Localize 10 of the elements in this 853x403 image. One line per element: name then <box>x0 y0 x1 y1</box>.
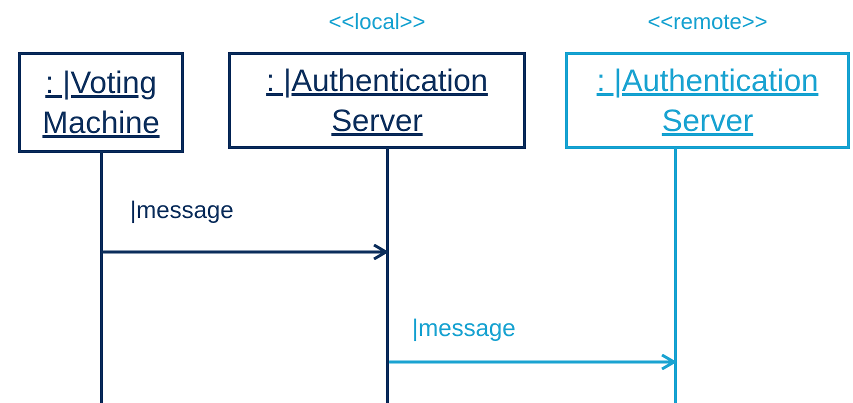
object-name: : |Authentication Server <box>265 62 489 140</box>
lifeline <box>386 149 389 403</box>
stereotype-label: <<remote>> <box>648 8 768 36</box>
lifeline <box>674 149 677 403</box>
object-name: : |Authentication Server <box>596 62 820 140</box>
object-name: : |Voting Machine <box>41 64 161 142</box>
lifeline <box>100 153 103 403</box>
stereotype-label: <<local>> <box>328 8 426 36</box>
message-arrow <box>103 244 388 260</box>
message-arrow <box>389 354 676 370</box>
